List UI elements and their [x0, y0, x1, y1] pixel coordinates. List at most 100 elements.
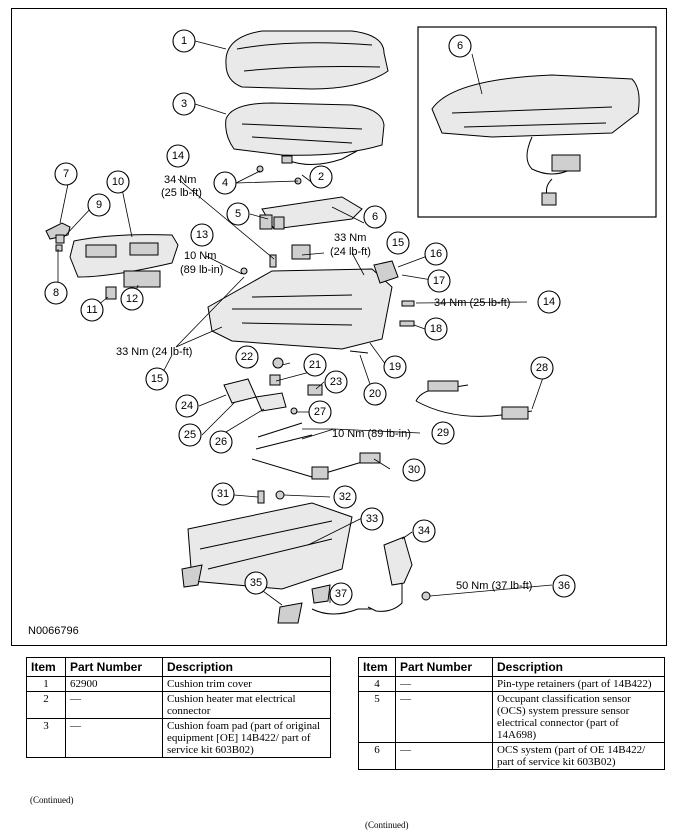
torque-14-top-a: 34 Nm — [164, 174, 196, 186]
callout-10: 10 — [106, 170, 130, 194]
callout-17: 17 — [427, 269, 451, 293]
table-row: 5 — Occupant classification sensor (OCS)… — [358, 691, 665, 743]
cell-part: — — [395, 676, 493, 692]
cell-part: — — [395, 691, 493, 743]
torque-14-right: 34 Nm (25 lb-ft) — [434, 297, 510, 309]
cell-desc: Pin-type retainers (part of 14B422) — [492, 676, 665, 692]
continued-left: (Continued) — [30, 795, 74, 805]
svg-text:36: 36 — [558, 580, 570, 592]
svg-text:23: 23 — [330, 376, 342, 388]
torque-13-b: (89 lb-in) — [180, 264, 223, 276]
callout-24: 24 — [175, 394, 199, 418]
callout-6: 6 — [363, 205, 387, 229]
callout-33: 33 — [360, 507, 384, 531]
cell-desc: Cushion foam pad (part of original equip… — [162, 718, 331, 758]
callout-15-left: 15 — [145, 367, 169, 391]
svg-text:14: 14 — [543, 296, 555, 308]
svg-text:9: 9 — [96, 199, 102, 211]
heater-connector — [289, 150, 358, 165]
torque-15-top-a: 33 Nm — [334, 232, 366, 244]
callout-27: 27 — [308, 400, 332, 424]
svg-text:8: 8 — [53, 287, 59, 299]
callout-30: 30 — [402, 458, 426, 482]
inset-frame — [417, 26, 657, 218]
table-row: 6 — OCS system (part of OE 14B422/ part … — [358, 742, 665, 770]
callout-2: 2 — [309, 165, 333, 189]
svg-text:6: 6 — [457, 40, 463, 52]
continued-right: (Continued) — [365, 820, 409, 830]
cell-part: — — [65, 718, 163, 758]
svg-text:34: 34 — [418, 525, 430, 537]
svg-text:33: 33 — [366, 513, 378, 525]
col-part-number: Part Number — [65, 657, 163, 677]
svg-text:10: 10 — [112, 176, 124, 188]
svg-text:30: 30 — [408, 464, 420, 476]
cushion-trim-cover — [225, 30, 389, 90]
cell-desc: Cushion trim cover — [162, 676, 331, 692]
svg-text:29: 29 — [437, 427, 449, 439]
svg-text:2: 2 — [318, 171, 324, 183]
cell-item: 4 — [358, 676, 396, 692]
recliner-mechanism — [255, 422, 313, 450]
callout-8: 8 — [44, 281, 68, 305]
callout-22: 22 — [235, 345, 259, 369]
callout-15-top: 15 — [386, 231, 410, 255]
cell-item: 5 — [358, 691, 396, 743]
svg-text:11: 11 — [86, 304, 97, 316]
col-description: Description — [492, 657, 665, 677]
callout-14-top: 14 — [166, 144, 190, 168]
callout-35: 35 — [244, 571, 268, 595]
callout-34: 34 — [412, 519, 436, 543]
callout-14-right: 14 — [537, 290, 561, 314]
cell-item: 1 — [26, 676, 66, 692]
torque-13-a: 10 Nm — [184, 250, 216, 262]
col-item: Item — [358, 657, 396, 677]
col-item: Item — [26, 657, 66, 677]
svg-text:27: 27 — [314, 406, 326, 418]
torque-14-top-b: (25 lb-ft) — [161, 187, 202, 199]
callout-13: 13 — [190, 223, 214, 247]
torque-15-top-b: (24 lb-ft) — [330, 246, 371, 258]
col-description: Description — [162, 657, 331, 677]
svg-text:32: 32 — [339, 491, 351, 503]
svg-text:22: 22 — [241, 351, 253, 363]
svg-text:7: 7 — [63, 168, 69, 180]
svg-text:37: 37 — [335, 588, 347, 600]
svg-text:14: 14 — [172, 150, 184, 162]
seatbelt-buckle — [383, 536, 413, 586]
callout-23: 23 — [324, 370, 348, 394]
callout-18: 18 — [424, 317, 448, 341]
callout-28: 28 — [530, 356, 554, 380]
svg-text:5: 5 — [235, 208, 241, 220]
svg-text:6: 6 — [372, 211, 378, 223]
callout-1: 1 — [172, 29, 196, 53]
parts-table-left: Item Part Number Description 1 62900 Cus… — [26, 657, 331, 758]
svg-text:16: 16 — [430, 248, 442, 260]
svg-text:17: 17 — [433, 275, 445, 287]
col-part-number: Part Number — [395, 657, 493, 677]
callout-25: 25 — [178, 423, 202, 447]
cell-item: 6 — [358, 742, 396, 770]
svg-text:35: 35 — [250, 577, 262, 589]
svg-text:1: 1 — [181, 35, 187, 47]
callout-32: 32 — [333, 485, 357, 509]
svg-text:19: 19 — [389, 361, 401, 373]
callout-21: 21 — [303, 353, 327, 377]
cell-desc: Occupant classification sensor (OCS) sys… — [492, 691, 665, 743]
svg-text:26: 26 — [215, 436, 227, 448]
table-header-row: Item Part Number Description — [358, 657, 665, 677]
cell-part: 62900 — [65, 676, 163, 692]
callout-7: 7 — [54, 162, 78, 186]
svg-text:4: 4 — [222, 177, 228, 189]
callout-9: 9 — [87, 193, 111, 217]
torque-36: 50 Nm (37 lb-ft) — [456, 580, 532, 592]
cell-desc: Cushion heater mat electrical connector — [162, 691, 331, 719]
callout-12: 12 — [120, 287, 144, 311]
cell-item: 3 — [26, 718, 66, 758]
table-row: 3 — Cushion foam pad (part of original e… — [26, 718, 331, 758]
cell-part: — — [65, 691, 163, 719]
callout-20: 20 — [363, 382, 387, 406]
table-header-row: Item Part Number Description — [26, 657, 331, 677]
callout-29: 29 — [431, 421, 455, 445]
torque-15-left: 33 Nm (24 lb-ft) — [116, 346, 192, 358]
